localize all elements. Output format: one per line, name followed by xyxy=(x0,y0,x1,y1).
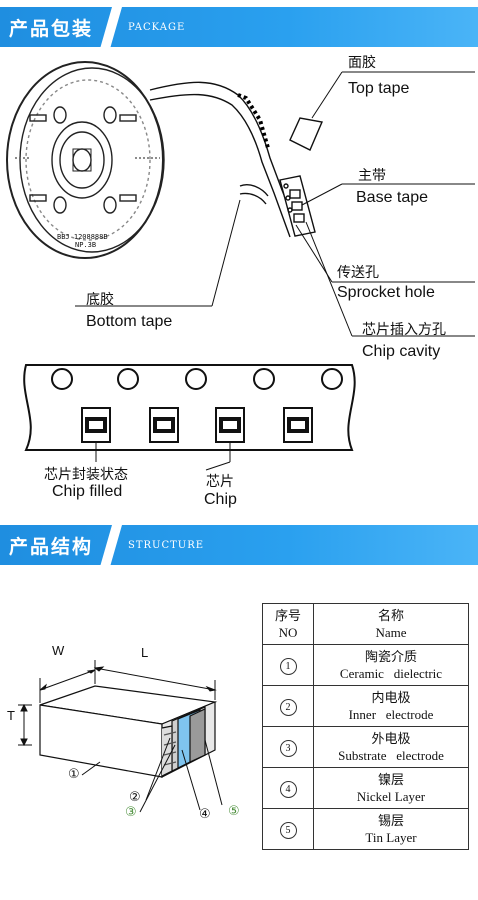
label-filled-cn: 芯片封装状态 xyxy=(44,467,128,483)
row-name-en: Nickel Layer xyxy=(356,789,426,804)
dim-l: L xyxy=(141,645,149,660)
header-name: 名称 Name xyxy=(313,603,469,645)
label-sprocket-en: Sprocket hole xyxy=(337,284,435,301)
table-row: 2 内电极 Inner electrode xyxy=(262,685,469,727)
row-name-cn: 锡层 xyxy=(377,813,404,828)
label-bottom-tape-cn: 底胶 xyxy=(86,292,114,308)
structure-title-en: STRUCTURE xyxy=(128,540,205,551)
header-no: 序号 NO xyxy=(262,603,314,645)
tape-section xyxy=(23,364,356,451)
label-base-tape-en: Base tape xyxy=(356,189,429,206)
package-title-cn: 产品包装 xyxy=(9,18,94,40)
table-row: 1 陶瓷介质 Ceramic dielectric xyxy=(262,644,469,686)
label-base-tape-cn: 主带 xyxy=(358,168,386,184)
label-top-tape-cn: 面胶 xyxy=(348,55,376,71)
callout-1: ① xyxy=(68,766,80,781)
header-no-en: NO xyxy=(278,625,298,640)
reel-text-line2: NP.3B xyxy=(75,241,97,249)
table-row: 3 外电极 Substrate electrode xyxy=(262,726,469,768)
row-name-cn: 内电极 xyxy=(371,690,411,705)
row-name-cn: 镍层 xyxy=(377,772,404,787)
tape-section-leaders xyxy=(95,442,231,471)
label-sprocket-cn: 传送孔 xyxy=(337,265,379,281)
banner-strip xyxy=(0,525,478,565)
table-row: 5 锡层 Tin Layer xyxy=(262,808,469,850)
callout-2: ② xyxy=(129,789,141,804)
row-name-cn: 陶瓷介质 xyxy=(364,649,417,664)
reel-text-line1: BBJ 1208888B xyxy=(57,233,108,241)
row-name-en: Substrate electrode xyxy=(338,748,444,763)
label-top-tape-en: Top tape xyxy=(348,80,410,97)
reel xyxy=(6,61,165,259)
header-name-cn: 名称 xyxy=(377,608,404,623)
row-name-cn: 外电极 xyxy=(371,731,411,746)
row-number: 2 xyxy=(279,698,297,716)
tape-reel-diagram xyxy=(6,61,475,471)
header-no-cn: 序号 xyxy=(274,608,301,623)
chip-structure-diagram xyxy=(18,660,223,813)
package-title-en: PACKAGE xyxy=(128,22,186,33)
label-bottom-tape-en: Bottom tape xyxy=(86,313,173,330)
row-number: 3 xyxy=(279,739,297,757)
label-filled-en: Chip filled xyxy=(52,483,123,500)
dim-t: T xyxy=(7,708,15,723)
label-cavity-en: Chip cavity xyxy=(362,343,441,360)
table-row: 4 镍层 Nickel Layer xyxy=(262,767,469,809)
row-name-en: Inner electrode xyxy=(348,707,434,722)
row-name-en: Ceramic dielectric xyxy=(339,666,443,681)
banner-strip xyxy=(0,7,478,47)
row-number: 1 xyxy=(279,657,297,675)
label-chip-en: Chip xyxy=(204,491,237,508)
package-banner: 产品包装 PACKAGE xyxy=(0,7,478,47)
row-number: 5 xyxy=(279,821,297,839)
leader-lines xyxy=(75,71,475,337)
callout-3: ③ xyxy=(125,804,137,819)
row-name-en: Tin Layer xyxy=(365,830,417,845)
tape-strip xyxy=(149,81,323,238)
label-chip-cn: 芯片 xyxy=(206,474,234,490)
reel-text: BBJ 1208888B NP.3B xyxy=(57,233,108,249)
structure-title-cn: 产品结构 xyxy=(9,536,94,558)
structure-banner: 产品结构 STRUCTURE xyxy=(0,525,478,565)
row-number: 4 xyxy=(279,780,297,798)
label-cavity-cn: 芯片插入方孔 xyxy=(362,322,446,338)
callout-4: ④ xyxy=(199,806,211,821)
header-name-en: Name xyxy=(375,625,407,640)
structure-table: 序号 NO 名称 Name 1 陶瓷介质 Ceramic dielectric … xyxy=(262,603,469,850)
table-header-row: 序号 NO 名称 Name xyxy=(262,603,469,645)
callout-5: ⑤ xyxy=(228,803,240,818)
dim-w: W xyxy=(52,643,65,658)
